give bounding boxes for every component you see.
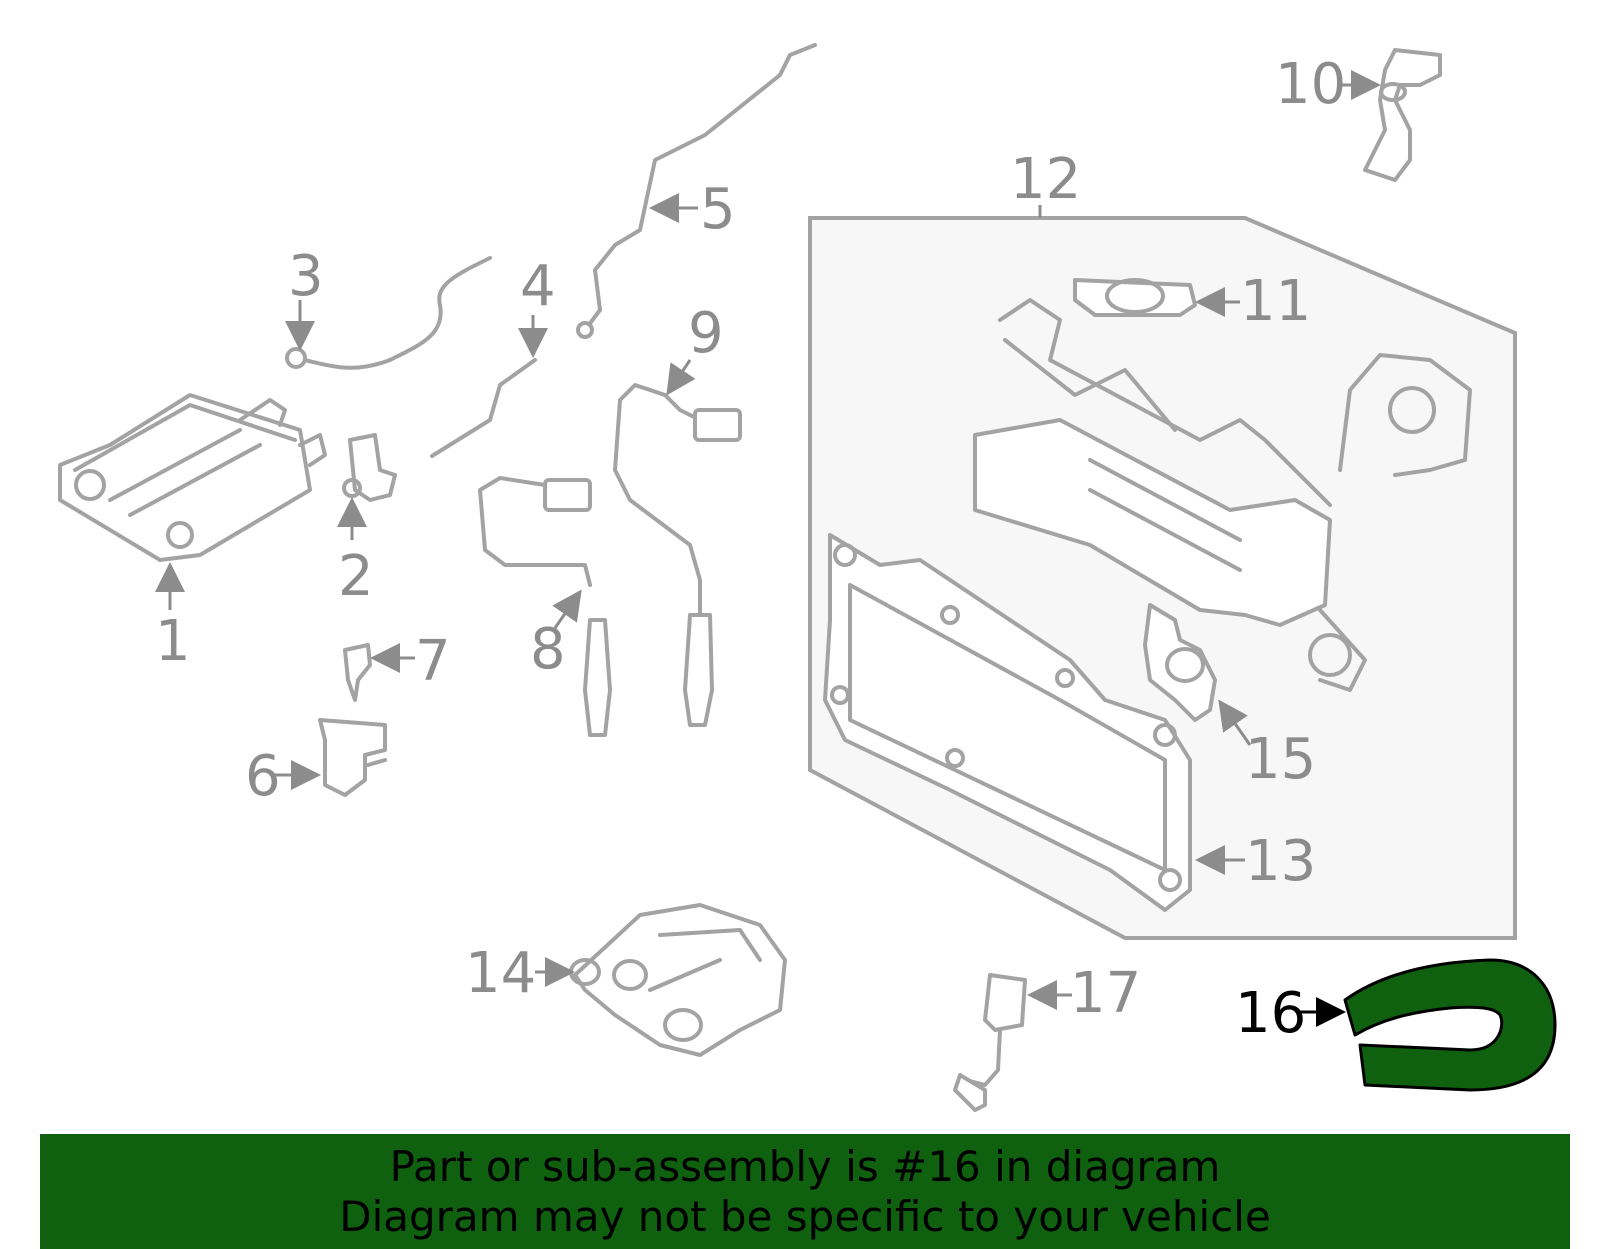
part-2-valve — [342, 433, 397, 502]
callout-11: 11 — [1240, 269, 1311, 334]
part-4-tube — [430, 358, 537, 458]
part-8-sensor — [478, 476, 612, 737]
callout-9-arrow — [666, 359, 696, 396]
part-16-hose — [1343, 958, 1557, 1092]
part-15-gasket — [1143, 603, 1217, 722]
callout-14: 14 — [465, 941, 536, 1006]
callout-8: 8 — [530, 617, 566, 682]
part-1-canister — [58, 393, 327, 562]
callout-9: 9 — [688, 301, 724, 366]
callout-16: 16 — [1235, 981, 1306, 1046]
callout-8-arrow — [552, 589, 582, 629]
callout-1: 1 — [155, 609, 191, 674]
callout-15-arrow — [1218, 699, 1252, 746]
callout-6: 6 — [245, 744, 281, 809]
callout-3: 3 — [288, 244, 324, 309]
banner-line-1: Part or sub-assembly is #16 in diagram — [389, 1142, 1221, 1191]
callout-7: 7 — [415, 629, 451, 694]
callout-17: 17 — [1070, 961, 1141, 1026]
callout-10: 10 — [1275, 52, 1346, 117]
part-3-hose — [293, 256, 492, 370]
callout-12: 12 — [1010, 147, 1081, 212]
callout-5: 5 — [700, 177, 736, 242]
part-7-bracket — [343, 643, 372, 702]
callout-15: 15 — [1245, 727, 1316, 792]
part-13-gasket — [823, 533, 1192, 912]
part-5-tube — [583, 43, 817, 332]
banner-line-2: Diagram may not be specific to your vehi… — [339, 1192, 1271, 1241]
part-14-egr-valve — [569, 903, 787, 1057]
part-17-sensor — [953, 973, 1027, 1112]
part-11-gasket — [1073, 278, 1197, 317]
part-6-solenoid — [318, 718, 387, 797]
part-12-egr-cooler — [973, 298, 1472, 692]
info-banner: Part or sub-assembly is #16 in diagram D… — [40, 1134, 1570, 1249]
part-10-pipe — [1363, 48, 1442, 182]
callout-4: 4 — [520, 254, 556, 319]
callout-13: 13 — [1245, 829, 1316, 894]
callout-2: 2 — [338, 544, 374, 609]
part-9-sensor — [613, 383, 742, 727]
